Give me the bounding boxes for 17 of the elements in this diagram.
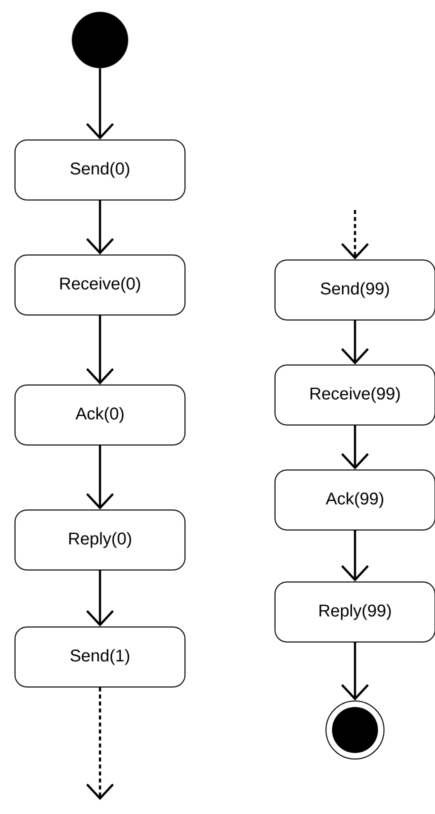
- activity-box: Receive(99): [274, 364, 435, 426]
- activity-box: Send(99): [274, 260, 435, 320]
- arrow: [86, 316, 114, 384]
- arrow: [86, 68, 114, 140]
- activity-box: Ack(99): [274, 470, 435, 530]
- activity-box: Send(1): [14, 626, 186, 688]
- activity-box: Ack(0): [14, 384, 186, 446]
- activity-box: Receive(0): [14, 254, 186, 316]
- activity-box: Reply(0): [14, 510, 186, 570]
- start-node: [72, 12, 128, 68]
- arrow: [341, 642, 369, 700]
- activity-box: Send(0): [14, 140, 186, 200]
- arrow: [86, 688, 114, 800]
- arrow: [86, 570, 114, 626]
- arrow: [86, 446, 114, 510]
- activity-box: Reply(99): [274, 582, 435, 642]
- final-node: [326, 700, 384, 760]
